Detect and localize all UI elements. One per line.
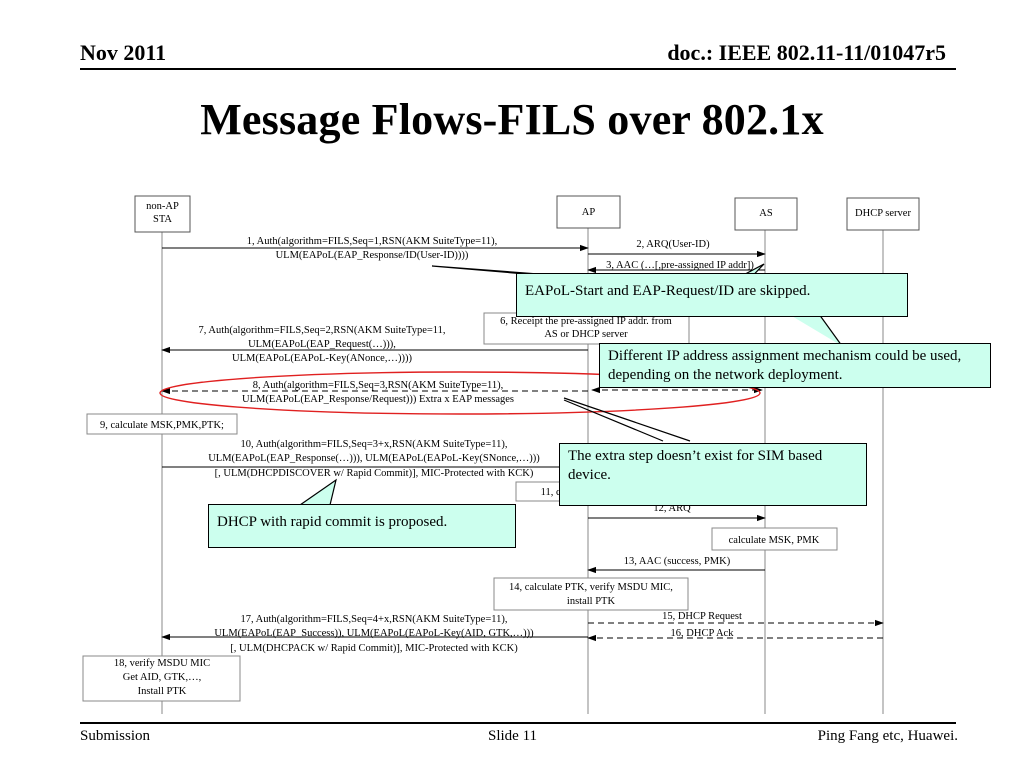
slide-title: Message Flows-FILS over 802.1x: [200, 95, 824, 144]
message-label-m7-line-3: ULM(EAPoL(EAPoL-Key(ANonce,…)))): [232, 353, 412, 364]
process-label-p6-line-1: 6, Receipt the pre-assigned IP addr. fro…: [500, 316, 672, 327]
message-label-m10-line-1: 10, Auth(algorithm=FILS,Seq=3+x,RSN(AKM …: [241, 439, 508, 450]
entity-box-ap: [556, 195, 621, 229]
callout-pointer-sim-b: [563, 399, 664, 442]
footer-author: Ping Fang etc, Huawei.: [817, 728, 958, 744]
message-label-m8-line-1: 8, Auth(algorithm=FILS,Seq=3,RSN(AKM Sui…: [253, 380, 504, 391]
process-label-p6-line-2: AS or DHCP server: [544, 329, 628, 340]
message-label-m16-line-1: 16, DHCP Ack: [671, 628, 735, 639]
message-label-m13-line-1: 13, AAC (success, PMK): [624, 556, 731, 567]
callout-dhcp-rapid-commit: DHCP with rapid commit is proposed.: [208, 504, 516, 548]
message-label-m17-line-3: [, ULM(DHCPACK w/ Rapid Commit)], MIC-Pr…: [230, 643, 518, 654]
process-box-p9: [86, 413, 238, 435]
process-label-p18-line-1: 18, verify MSDU MIC: [114, 658, 210, 669]
entity-label-sta-line-2: STA: [153, 214, 172, 225]
entity-box-sta: [134, 195, 191, 233]
header-date: Nov 2011: [80, 40, 167, 65]
entity-label-sta-line-1: non-AP: [146, 201, 179, 212]
entity-box-dhcp: [846, 197, 920, 231]
footer-rule: [80, 722, 956, 724]
message-label-m12-line-1: 12, ARQ: [653, 503, 691, 514]
footer-submission: Submission: [80, 728, 151, 744]
process-box-pas: [711, 527, 838, 551]
message-label-m7-line-1: 7, Auth(algorithm=FILS,Seq=2,RSN(AKM Sui…: [198, 325, 445, 336]
entity-label-as-line-1: AS: [759, 208, 773, 219]
message-label-m10-line-2: ULM(EAPoL(EAP_Response(…))), ULM(EAPoL(E…: [208, 453, 540, 464]
process-label-p9-line-1: 9, calculate MSK,PMK,PTK;: [100, 420, 224, 431]
message-label-m1-line-1: 1, Auth(algorithm=FILS,Seq=1,RSN(AKM Sui…: [247, 236, 498, 247]
footer-slide-number: Slide 11: [488, 728, 538, 744]
message-label-m3-line-1: 3, AAC (…[,pre-assigned IP addr]): [606, 260, 754, 271]
message-label-m8-line-2: ULM(EAPoL(EAP_Response/Request))) Extra …: [242, 394, 514, 405]
message-label-m10-line-3: [, ULM(DHCPDISCOVER w/ Rapid Commit)], M…: [215, 468, 534, 479]
process-box-p14: [493, 577, 689, 611]
highlight-ellipse-step-8: [159, 371, 761, 415]
process-label-p14-line-1: 14, calculate PTK, verify MSDU MIC,: [509, 582, 673, 593]
message-label-m1-line-2: ULM(EAPoL(EAP_Response/ID(User-ID)))): [276, 250, 469, 261]
process-box-p18: [82, 655, 241, 702]
process-label-pas-line-1: calculate MSK, PMK: [729, 535, 820, 546]
message-label-m17-line-2: ULM(EAPoL(EAP_Success)), ULM(EAPoL(EAPoL…: [214, 628, 534, 639]
callout-sim-device: The extra step doesn’t exist for SIM bas…: [559, 443, 867, 506]
entity-box-as: [734, 197, 798, 231]
message-label-m2-line-1: 2, ARQ(User-ID): [636, 239, 710, 250]
header-doc-id: doc.: IEEE 802.11-11/01047r5: [667, 40, 946, 65]
callout-eapol-skipped: EAPoL-Start and EAP-Request/ID are skipp…: [516, 273, 908, 317]
entity-label-dhcp-line-1: DHCP server: [855, 208, 911, 219]
message-label-m17-line-1: 17, Auth(algorithm=FILS,Seq=4+x,RSN(AKM …: [241, 614, 508, 625]
callout-pointer-dhcp: [299, 478, 337, 506]
callout-pointer-sim: [563, 397, 691, 442]
process-label-p18-line-3: Install PTK: [138, 686, 187, 697]
process-label-p18-line-2: Get AID, GTK,…,: [123, 672, 201, 683]
callout-ip-assignment: Different IP address assignment mechanis…: [599, 343, 991, 388]
message-label-m7-line-2: ULM(EAPoL(EAP_Request(…))),: [248, 339, 396, 350]
entity-label-ap-line-1: AP: [582, 207, 596, 218]
message-label-m15-line-1: 15, DHCP Request: [662, 611, 742, 622]
process-box-p6: [483, 312, 690, 345]
header-rule: [80, 68, 956, 70]
process-label-p14-line-2: install PTK: [567, 596, 616, 607]
